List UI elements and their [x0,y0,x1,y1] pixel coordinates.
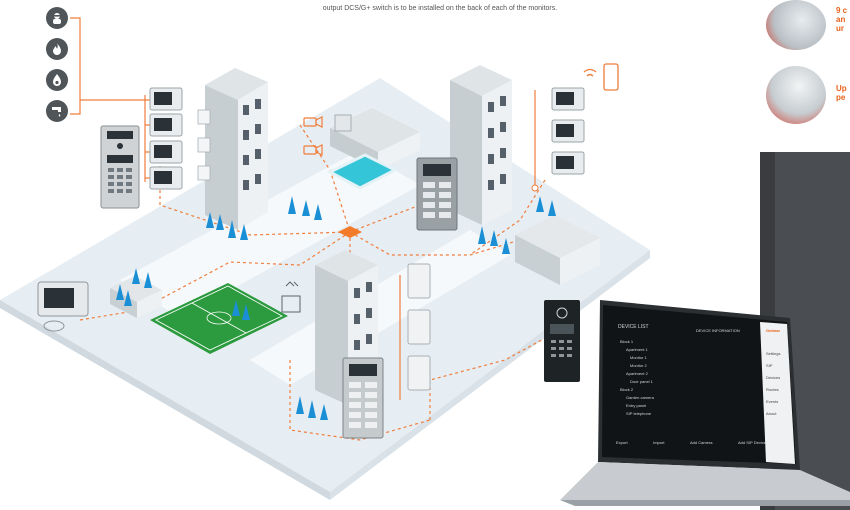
feature-image-2 [766,66,826,124]
hazard-bracket [70,17,150,182]
gas-icon [46,69,68,91]
water-leak-icon [46,100,68,122]
device-list-title: DEVICE LIST [618,324,649,330]
add-sip-device-button[interactable]: Add SIP Device [738,440,766,445]
tree-item[interactable]: Monitor 1 [630,355,647,360]
monitor-left-station [37,281,89,332]
menu-item[interactable]: SIP [766,363,773,368]
pool [326,153,399,190]
menu-item[interactable]: Settings [766,351,781,356]
caption-text: output DCS/G+ switch is to be installed … [322,5,558,12]
laptop-screen: DEVICE LIST DEVICE INFORMATION Block 1 A… [606,318,796,458]
menu-item[interactable]: About [766,411,777,416]
menu-item[interactable]: Events [766,399,779,404]
pool-building [330,108,420,170]
door-panel-black [544,300,580,382]
device-info-title: DEVICE INFORMATION [696,328,740,333]
platform-edge [0,300,330,500]
house-right [515,215,600,285]
smartphone-icon [583,63,619,91]
central-switch [338,226,362,238]
tree-item[interactable]: Block 2 [620,387,634,392]
settings-menu: Settings SIP Devices Routes Events About [766,348,780,420]
tree-item[interactable]: Monitor 2 [630,363,647,368]
monitor-column-right [531,87,585,192]
thief-icon [46,7,68,29]
tree-item[interactable]: Garden camera [626,395,654,400]
handset-column [399,263,431,400]
feature-image-1 [766,0,826,50]
camera-icon-pool [303,116,323,156]
monitor-column-left [149,87,183,190]
pathway [120,150,420,318]
trees [116,196,556,420]
menu-item[interactable]: Devices [766,375,781,380]
building-right [450,65,512,225]
laptop-brand: Golmar [766,328,781,333]
door-panel-center [416,157,458,231]
menu-item[interactable]: Routes [766,387,779,392]
tree-item[interactable]: SIP telephone [626,411,652,416]
pavilion [110,276,162,318]
tree-item[interactable]: Apartment 2 [626,371,648,376]
export-button[interactable]: Export [616,440,628,445]
device-tree: Block 1 Apartment 1 Monitor 1 Monitor 2 … [620,338,654,418]
door-panel-left [100,125,140,209]
laptop-buttons: Export Import Add Camera Add SIP Device [616,440,766,445]
tree-item[interactable]: Apartment 1 [626,347,648,352]
laptop [560,300,850,506]
tree-item[interactable]: Door panel 1 [630,379,653,384]
lift-icon [281,281,301,313]
tree-item[interactable]: Entry panel [626,403,647,408]
fire-icon [46,38,68,60]
add-camera-button[interactable]: Add Camera [690,440,713,445]
import-button[interactable]: Import [653,440,665,445]
pitch-lines [155,285,283,351]
door-panel-bottom [342,357,384,439]
building-left [197,68,268,230]
tree-item[interactable]: Block 1 [620,339,634,344]
